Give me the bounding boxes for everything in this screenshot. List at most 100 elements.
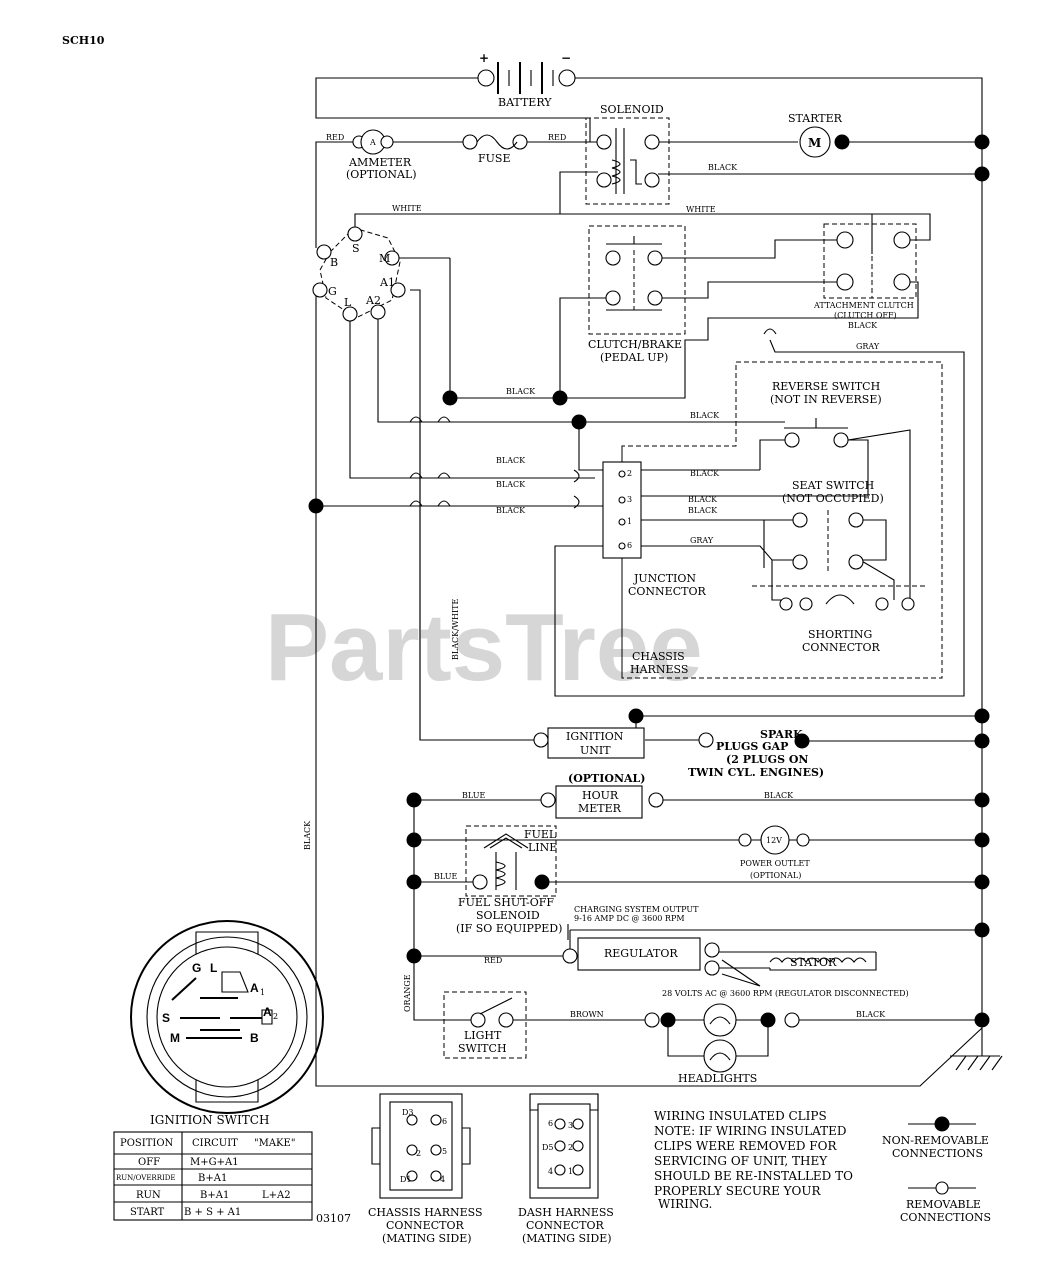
- stator-voltage-note: 28 VOLTS AC @ 3600 RPM (REGULATOR DISCON…: [662, 989, 909, 998]
- wire-label-black-trunk: BLACK: [303, 820, 312, 850]
- terminal-l: L: [344, 296, 352, 309]
- table-header-make: "MAKE": [254, 1138, 295, 1149]
- spark-label: SPARK: [760, 728, 803, 741]
- ammeter-label: AMMETER: [348, 156, 412, 169]
- spark-gap-label: PLUGS GAP: [716, 740, 788, 753]
- chassis-pin-5: 5: [442, 1147, 447, 1156]
- solenoid: SOLENOID: [585, 103, 670, 205]
- legend-non-removable-2: CONNECTIONS: [892, 1147, 983, 1160]
- wire-label-black-headlight: BLACK: [856, 1010, 886, 1019]
- terminal-a2: A2: [365, 294, 381, 307]
- light-switch-label: LIGHT: [464, 1029, 502, 1042]
- hour-meter: (OPTIONAL) HOUR METER: [540, 772, 664, 819]
- table-header-position: POSITION: [120, 1138, 174, 1149]
- wire-label-black-j2: BLACK: [690, 469, 720, 478]
- legend-removable-2: CONNECTIONS: [900, 1211, 991, 1224]
- chassis-pin-4: 4: [440, 1175, 445, 1184]
- face-b: B: [250, 1031, 259, 1045]
- table-row-run-circuit: B+A1: [200, 1190, 229, 1201]
- face-s: S: [162, 1011, 170, 1025]
- attachment-clutch-state-label: (CLUTCH OFF): [834, 311, 897, 320]
- terminal-b: B: [330, 256, 338, 269]
- junction-pin-3: 3: [627, 495, 632, 504]
- regulator-label: REGULATOR: [604, 947, 678, 960]
- starter-symbol: M: [808, 136, 821, 150]
- hour-meter-optional-label: (OPTIONAL): [568, 772, 646, 785]
- headlights-label: HEADLIGHTS: [678, 1072, 757, 1085]
- fuel-line-label-2: LINE: [528, 841, 557, 854]
- chassis-harness-zone: [621, 361, 943, 679]
- dash-pin-2: 2: [568, 1143, 573, 1152]
- light-switch: LIGHT SWITCH: [443, 991, 527, 1059]
- fuel-solenoid-label-2: SOLENOID: [476, 909, 540, 922]
- wire-label-black-white: BLACK/WHITE: [451, 599, 460, 660]
- junction-pin-1: 1: [627, 517, 632, 526]
- starter-motor: M STARTER: [788, 112, 843, 158]
- seat-switch-label: SEAT SWITCH: [792, 479, 874, 492]
- junction-pin-2: 2: [627, 469, 632, 478]
- chassis-connector-label: CHASSIS HARNESS: [368, 1206, 483, 1219]
- face-m: M: [170, 1031, 180, 1045]
- wire-label-gray-j6: GRAY: [690, 536, 714, 545]
- clutch-brake-switch: CLUTCH/BRAKE (PEDAL UP): [588, 225, 686, 364]
- stator: STATOR 28 VOLTS AC @ 3600 RPM (REGULATOR…: [662, 956, 909, 998]
- chassis-connector-label-2: CONNECTOR: [386, 1219, 464, 1232]
- legend-removable: REMOVABLE: [906, 1198, 981, 1211]
- ignition-unit-label-2: UNIT: [580, 744, 611, 757]
- connection-dots: [308, 134, 990, 1028]
- table-row-off-position: OFF: [138, 1157, 160, 1168]
- legend-non-removable: NON-REMOVABLE: [882, 1134, 989, 1147]
- watermark: PartsTree: [265, 594, 703, 701]
- wire-label-black-a1: BLACK: [690, 411, 720, 420]
- terminal-g: G: [328, 285, 337, 298]
- fuel-solenoid-label: FUEL SHUT-OFF: [458, 896, 554, 909]
- reverse-switch: REVERSE SWITCH (NOT IN REVERSE): [770, 380, 882, 448]
- ignition-unit: IGNITION UNIT: [533, 727, 645, 759]
- face-g: G: [192, 961, 201, 975]
- wire-label-blue-hour: BLUE: [462, 791, 485, 800]
- light-switch-label-2: SWITCH: [458, 1042, 507, 1055]
- ignition-switch-face: G L A 1 A 2 S M B: [130, 920, 324, 1114]
- dash-harness-connector: 6 3 D5 2 4 1 DASH HARNESS CONNECTOR (MAT…: [518, 1093, 614, 1245]
- wire-label-gray-top: GRAY: [856, 342, 880, 351]
- face-a1: A: [250, 981, 259, 995]
- clutch-brake-label: CLUTCH/BRAKE: [588, 338, 682, 351]
- fuel-solenoid-equipped-label: (IF SO EQUIPPED): [456, 922, 562, 935]
- dash-pin-4: 4: [548, 1167, 553, 1176]
- table-row-run-position: RUN: [136, 1190, 161, 1201]
- spark-plugs: SPARK PLUGS GAP (2 PLUGS ON TWIN CYL. EN…: [688, 728, 824, 779]
- wire-label-black-3: BLACK: [496, 506, 526, 515]
- ignition-switch-terminals: S B M G A1 L A2: [312, 226, 406, 322]
- dash-pin-3: 3: [568, 1121, 573, 1130]
- battery-label: BATTERY: [498, 96, 552, 109]
- headlights: HEADLIGHTS: [644, 1003, 800, 1085]
- wire-label-orange: ORANGE: [403, 974, 412, 1012]
- chassis-pin-d1: D1: [400, 1175, 412, 1184]
- table-row-override-circuit: B+A1: [198, 1173, 227, 1184]
- wire-label-black-solenoid: BLACK: [708, 163, 738, 172]
- wire-label-red-regulator: RED: [484, 956, 502, 965]
- power-outlet-symbol: 12V: [766, 836, 782, 845]
- spark-engines-note: TWIN CYL. ENGINES): [688, 766, 824, 779]
- charging-output-spec: 9-16 AMP DC @ 3600 RPM: [574, 914, 685, 923]
- chassis-harness-label-2: HARNESS: [630, 663, 688, 676]
- note-line-6: PROPERLY SECURE YOUR: [654, 1184, 822, 1198]
- chassis-pin-2: 2: [416, 1149, 421, 1158]
- terminal-a1: A1: [379, 276, 395, 289]
- ignition-unit-label: IGNITION: [566, 730, 624, 743]
- dash-pin-1: 1: [568, 1167, 573, 1176]
- starter-label: STARTER: [788, 112, 843, 125]
- wire-label-blue-fuel: BLUE: [434, 872, 457, 881]
- reverse-switch-label: REVERSE SWITCH: [772, 380, 880, 393]
- dash-pin-6: 6: [548, 1119, 553, 1128]
- ammeter-symbol: A: [369, 138, 376, 147]
- shorting-connector-label: SHORTING: [808, 628, 872, 641]
- figure-number: 03107: [316, 1212, 351, 1225]
- attachment-clutch-label: ATTACHMENT CLUTCH: [813, 301, 914, 310]
- reverse-switch-state-label: (NOT IN REVERSE): [770, 393, 882, 406]
- table-row-start-position: START: [130, 1207, 165, 1218]
- shorting-connector-label-2: CONNECTOR: [802, 641, 880, 654]
- wire-label-black-j3: BLACK: [688, 495, 718, 504]
- table-row-off-circuit: M+G+A1: [190, 1157, 239, 1168]
- power-outlet: 12V POWER OUTLET (OPTIONAL): [738, 825, 810, 880]
